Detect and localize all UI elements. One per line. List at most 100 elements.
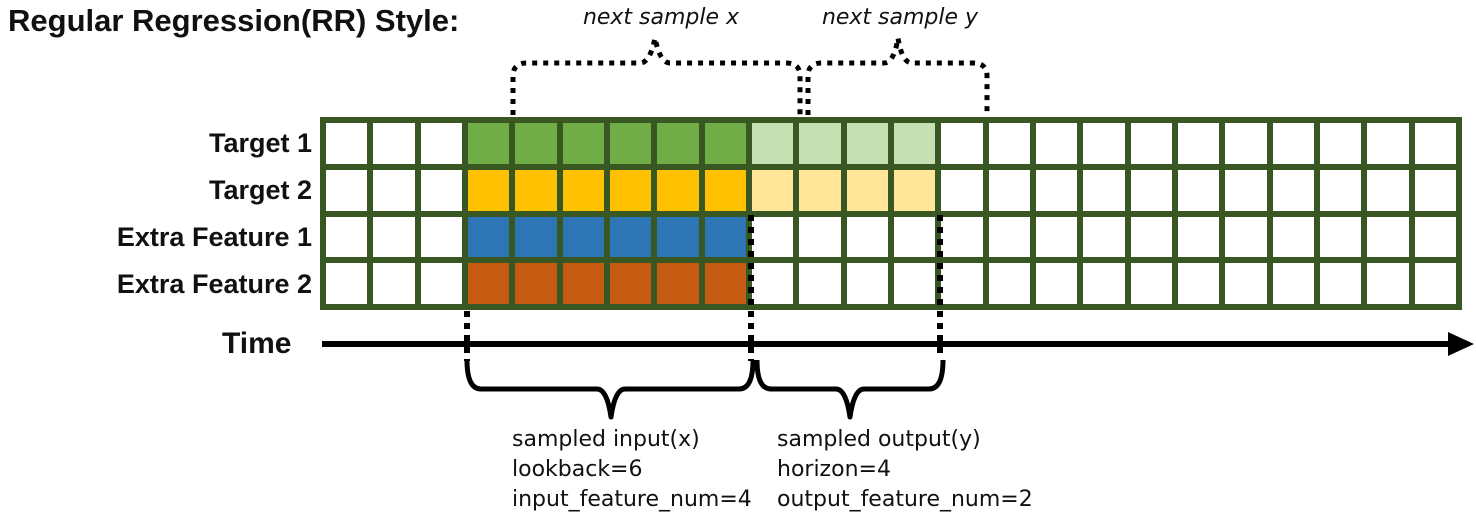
- grid-cell: [799, 263, 841, 304]
- grid-cell: [1367, 123, 1409, 164]
- grid-cell: [373, 263, 415, 304]
- grid-cell: [1225, 123, 1267, 164]
- grid-cell: [467, 263, 510, 304]
- grid-cell: [893, 263, 936, 304]
- grid-cell: [1035, 263, 1078, 304]
- grid-cell: [751, 263, 794, 304]
- grid-cell: [1177, 216, 1220, 258]
- grid-cell: [1319, 263, 1362, 304]
- grid-cell: [941, 123, 983, 164]
- grid-cell: [751, 216, 794, 258]
- sampled-input-annotation: sampled input(x) lookback=6 input_featur…: [512, 425, 752, 515]
- grid-cell: [657, 263, 699, 304]
- row-label-extra-feature-2: Extra Feature 2: [116, 269, 312, 299]
- grid-cell: [657, 123, 699, 164]
- sampled-input-title: sampled input(x): [512, 427, 700, 452]
- grid-cell: [893, 169, 936, 211]
- grid-cell: [893, 216, 936, 258]
- grid-cell: [1319, 123, 1362, 164]
- grid-cell: [657, 169, 699, 211]
- next-sample-x-label: next sample x: [582, 5, 740, 30]
- grid-cell: [988, 169, 1030, 211]
- grid-cell: [1035, 216, 1078, 258]
- sampled-output-title: sampled output(y): [777, 427, 981, 452]
- lookback-value: lookback=6: [512, 457, 643, 482]
- grid-cell: [609, 169, 652, 211]
- input-feature-num-value: input_feature_num=4: [512, 487, 752, 512]
- grid-cell: [1177, 169, 1220, 211]
- grid-cell: [420, 263, 462, 304]
- grid-cell: [609, 263, 652, 304]
- grid-cell: [1319, 216, 1362, 258]
- row-label-extra-feature-1: Extra Feature 1: [116, 222, 312, 252]
- horizon-value: horizon=4: [777, 457, 891, 482]
- grid-cell: [1272, 123, 1314, 164]
- grid-cell: [1083, 169, 1125, 211]
- grid-cell: [420, 169, 462, 211]
- grid-cell: [1177, 263, 1220, 304]
- grid-cell: [1414, 123, 1456, 164]
- grid-cell: [1225, 216, 1267, 258]
- grid-cell: [988, 216, 1030, 258]
- grid-cell: [846, 123, 888, 164]
- grid-cell: [1272, 216, 1314, 258]
- grid-cell: [467, 216, 510, 258]
- sampled-output-brace: [754, 359, 946, 420]
- grid-cell: [657, 216, 699, 258]
- grid-cell: [846, 216, 888, 258]
- grid-cell: [941, 216, 983, 258]
- grid-cell: [420, 123, 462, 164]
- grid-cell: [609, 123, 652, 164]
- grid-cell: [467, 169, 510, 211]
- grid-cell: [704, 123, 746, 164]
- grid-cell: [373, 169, 415, 211]
- grid-cell: [1083, 263, 1125, 304]
- grid-cell: [988, 123, 1030, 164]
- grid-cell: [799, 123, 841, 164]
- grid-cell: [562, 123, 604, 164]
- grid-cell: [373, 216, 415, 258]
- grid-cell: [1367, 263, 1409, 304]
- grid-cell: [1272, 169, 1314, 211]
- sampled-input-brace: [464, 359, 756, 420]
- grid-cell: [326, 216, 368, 258]
- grid-cell: [1083, 216, 1125, 258]
- grid-cell: [799, 216, 841, 258]
- row-label-target-2: Target 2: [208, 175, 312, 205]
- next-sample-x-brace: [510, 37, 803, 115]
- grid-cell: [515, 169, 557, 211]
- grid-cell: [420, 216, 462, 258]
- grid-cell: [1225, 169, 1267, 211]
- grid-cell: [1130, 123, 1172, 164]
- grid-cell: [515, 263, 557, 304]
- grid-cell: [941, 169, 983, 211]
- grid-cell: [846, 263, 888, 304]
- grid-cell: [1035, 169, 1078, 211]
- grid-cell: [467, 123, 510, 164]
- grid-cell: [1319, 169, 1362, 211]
- grid-cell: [326, 123, 368, 164]
- grid-cell: [326, 169, 368, 211]
- row-label-target-1: Target 1: [208, 128, 312, 158]
- grid-cell: [515, 123, 557, 164]
- grid-cell: [1130, 169, 1172, 211]
- grid-cell: [1414, 263, 1456, 304]
- grid-cell: [1083, 123, 1125, 164]
- grid-cell: [373, 123, 415, 164]
- next-sample-y-label: next sample y: [821, 5, 979, 30]
- grid-cell: [1130, 263, 1172, 304]
- time-axis-arrowhead: [1448, 332, 1474, 356]
- next-sample-y-brace: [805, 37, 990, 115]
- grid-cell: [751, 123, 794, 164]
- grid-cell: [799, 169, 841, 211]
- grid-cell: [1272, 263, 1314, 304]
- grid-cell: [1367, 169, 1409, 211]
- grid-cell: [515, 216, 557, 258]
- grid-cell: [704, 169, 746, 211]
- grid-cell: [1130, 216, 1172, 258]
- grid-cell: [1177, 123, 1220, 164]
- time-axis-label: Time: [222, 327, 292, 360]
- grid-cell: [988, 263, 1030, 304]
- sample-grid: [320, 117, 1462, 310]
